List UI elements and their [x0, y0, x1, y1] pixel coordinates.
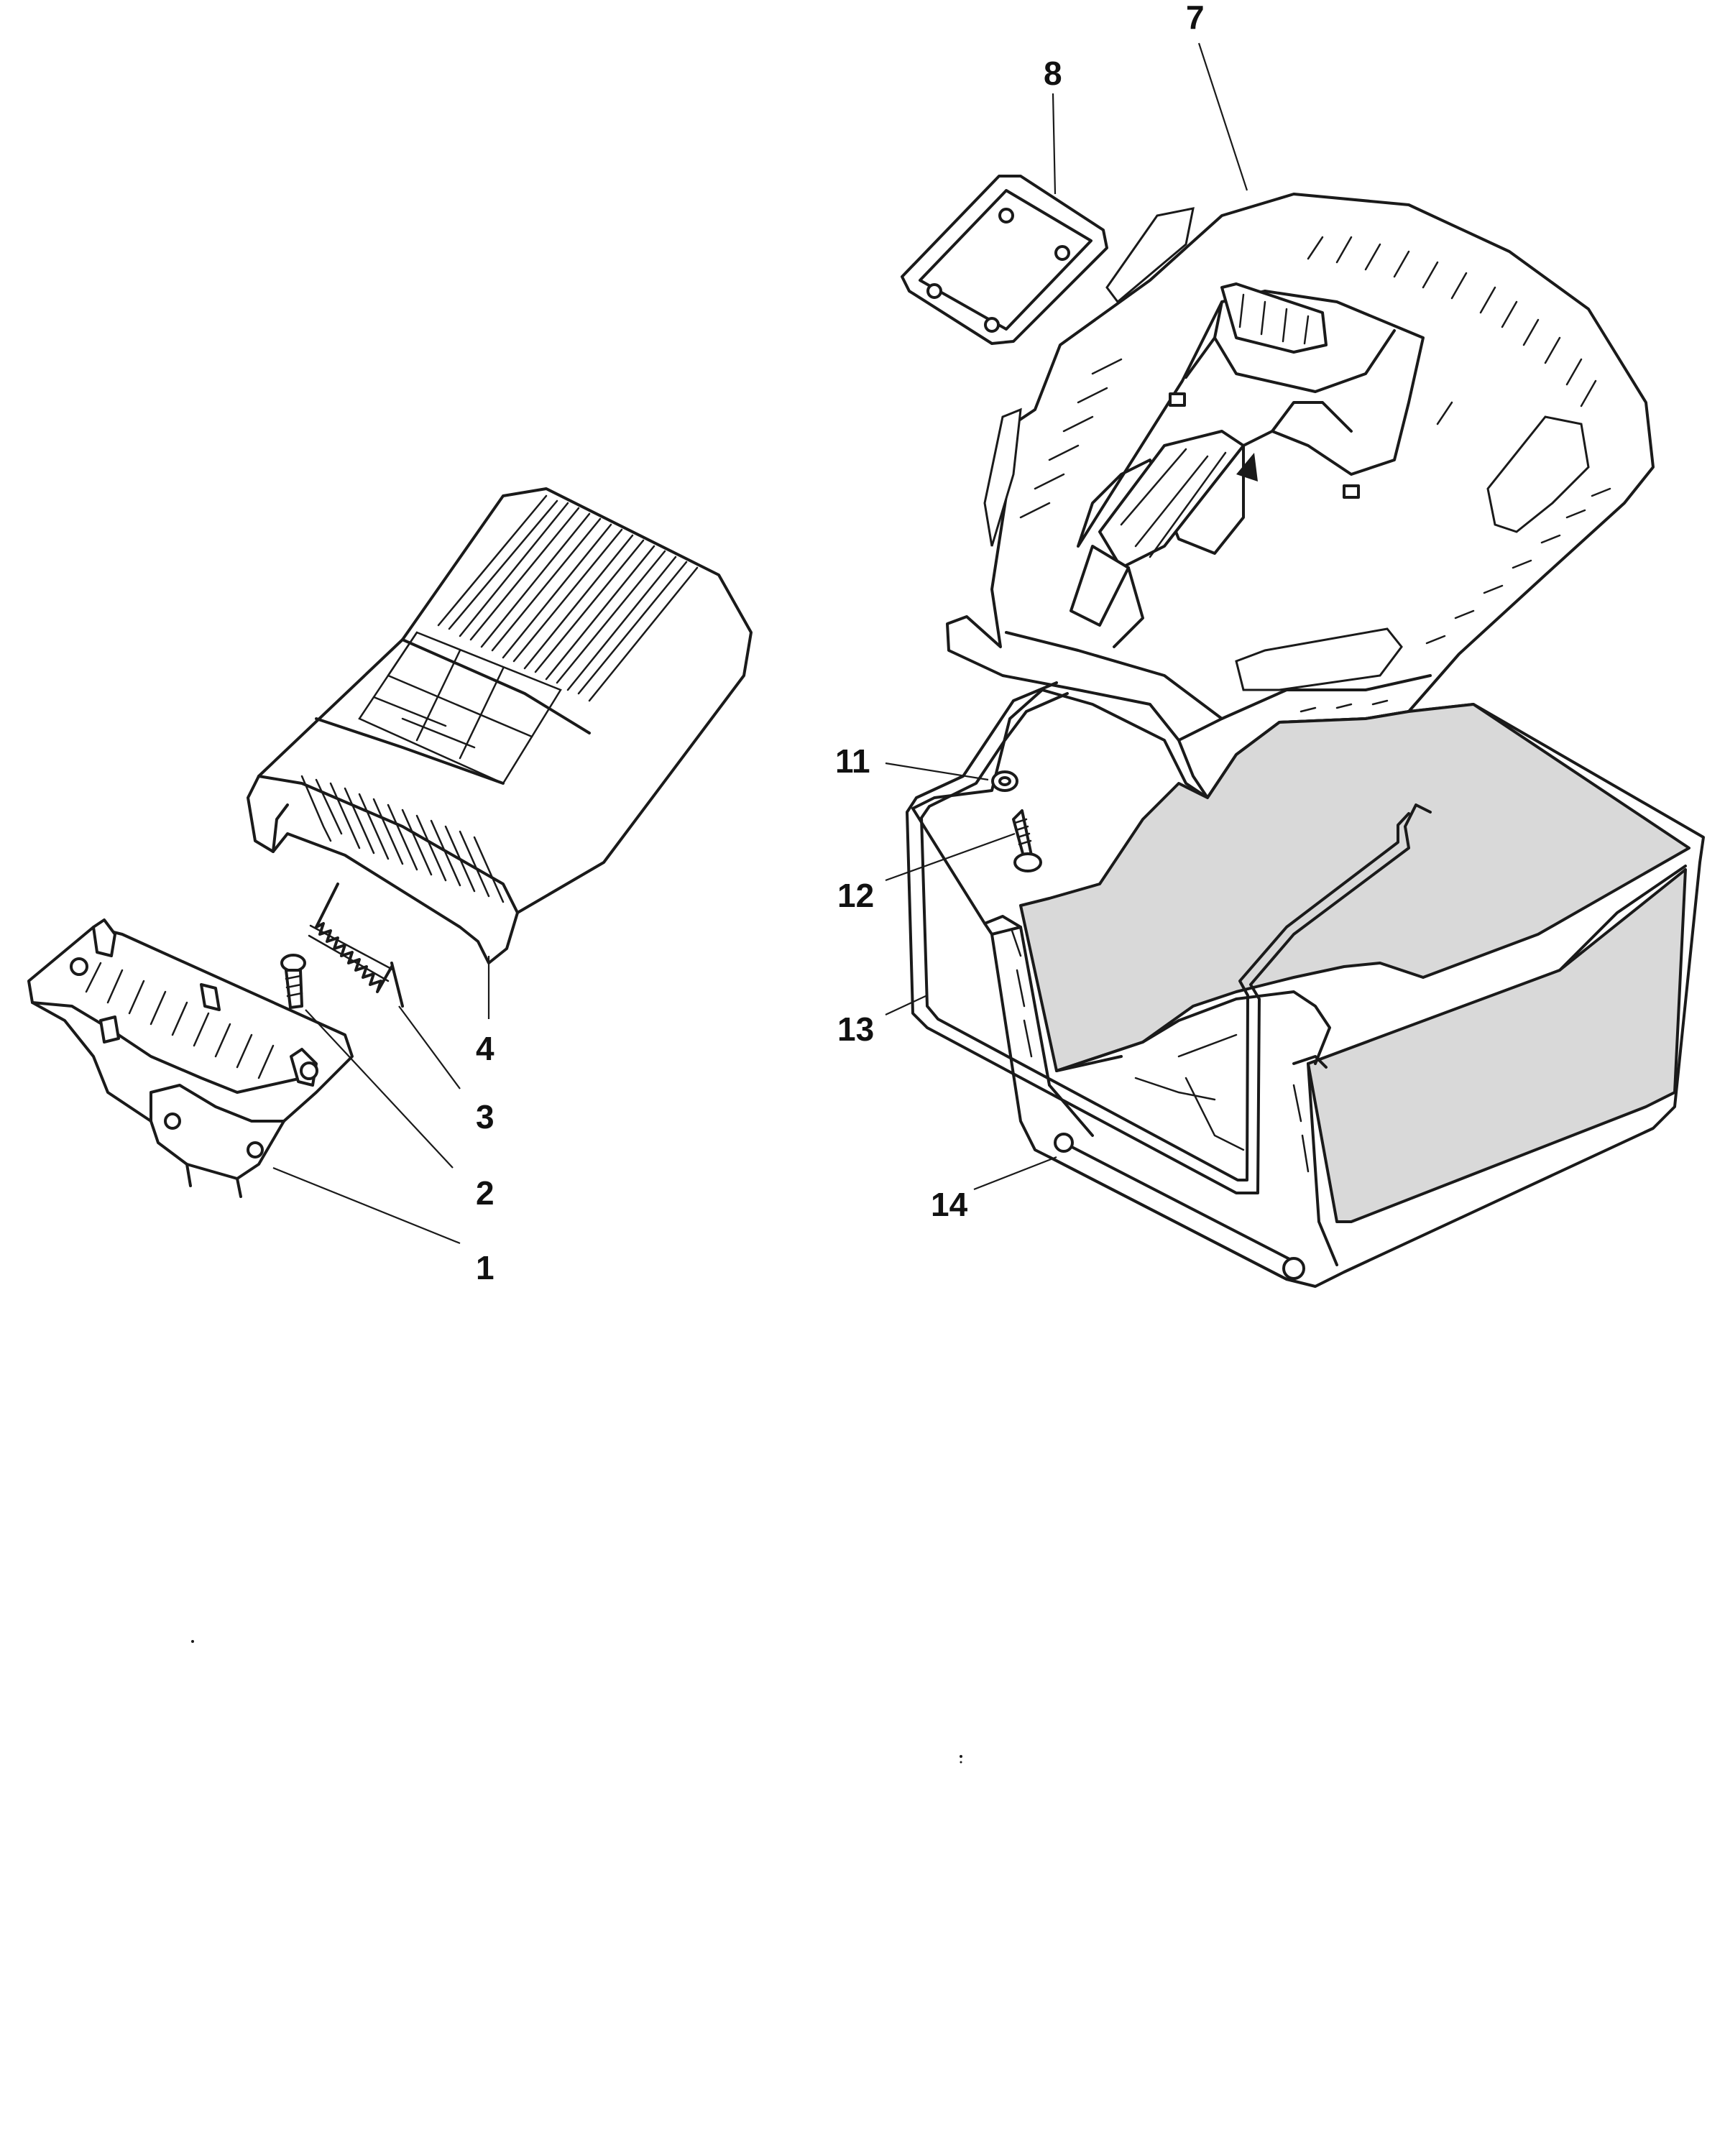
- part-2-bolt: [280, 954, 306, 1009]
- part-12-screw: [1012, 809, 1042, 872]
- part-7-cover-top: [946, 193, 1655, 835]
- stray-marks: [191, 1640, 962, 1764]
- part-1-hinge-bracket: [27, 918, 354, 1198]
- callout-7: 7: [1186, 0, 1205, 36]
- part-14-grass-bag: [911, 688, 1705, 1288]
- callout-12: 12: [837, 877, 874, 914]
- callout-4: 4: [476, 1030, 494, 1067]
- part-13-wire-frame: [906, 681, 1432, 1194]
- callout-14: 14: [931, 1186, 968, 1223]
- callout-8: 8: [1044, 55, 1062, 92]
- callout-1: 1: [476, 1249, 494, 1286]
- leader-lines: [272, 42, 1248, 1245]
- callout-13: 13: [837, 1010, 874, 1048]
- callout-3: 3: [476, 1098, 494, 1135]
- part-4-flap-cover: [247, 487, 753, 964]
- callout-11: 11: [835, 742, 870, 780]
- callout-2: 2: [476, 1174, 494, 1212]
- callout-labels: 7 8 11 12 13 14 4 3 2 1: [476, 0, 1205, 1286]
- part-8-plate: [901, 175, 1108, 345]
- part-11-washer: [991, 770, 1018, 792]
- part-3-spring: [308, 883, 404, 1008]
